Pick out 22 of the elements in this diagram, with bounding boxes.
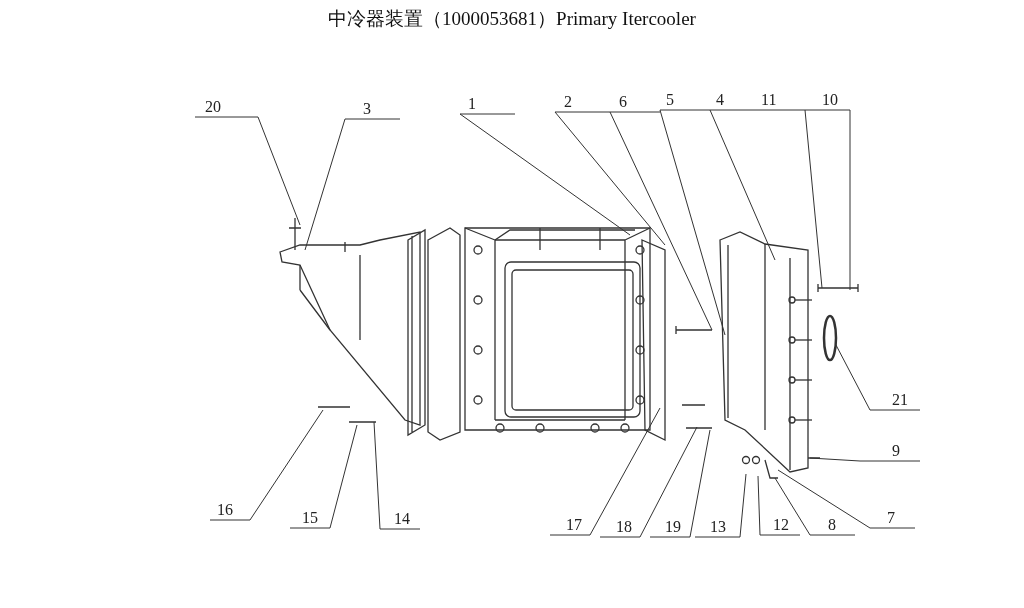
diagram-title: 中冷器装置（1000053681）Primary Itercooler bbox=[328, 7, 696, 31]
leader-line bbox=[289, 424, 358, 529]
leader-line bbox=[804, 109, 851, 291]
leader-line bbox=[835, 344, 921, 411]
leader-line bbox=[549, 407, 661, 536]
leader-line bbox=[759, 109, 823, 289]
leader-line bbox=[694, 473, 747, 538]
leader-line bbox=[659, 109, 726, 336]
leader-line bbox=[609, 111, 713, 331]
leader-line bbox=[599, 426, 698, 538]
leader-line bbox=[777, 469, 916, 529]
leader-line bbox=[709, 109, 776, 261]
leader-line bbox=[194, 116, 301, 226]
leader-line bbox=[809, 457, 921, 462]
leader-line bbox=[459, 113, 631, 236]
leader-line bbox=[649, 429, 711, 538]
leader-line bbox=[757, 475, 801, 536]
leader-line bbox=[774, 477, 856, 536]
leader-line bbox=[373, 421, 421, 530]
leader-line bbox=[304, 118, 401, 251]
leader-line bbox=[209, 409, 324, 521]
leader-line bbox=[554, 111, 666, 246]
